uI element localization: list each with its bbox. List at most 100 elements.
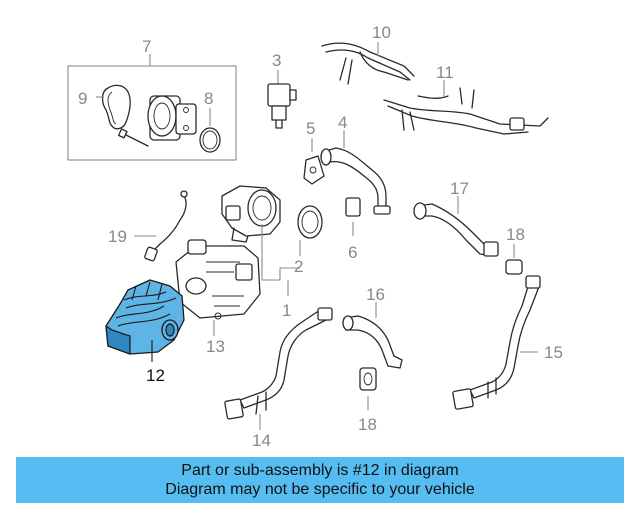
group-7-frame: [67, 65, 237, 161]
part-7-bolt[interactable]: [123, 133, 149, 147]
part-15-pipe[interactable]: [452, 275, 541, 410]
part-15-bracket: [487, 377, 497, 399]
callout-11[interactable]: 11: [436, 63, 454, 82]
part-13-bolt: [214, 312, 222, 320]
part-5-gasket[interactable]: [303, 138, 325, 185]
part-7-bolt-head: [117, 128, 128, 139]
part-13-intake-block[interactable]: [175, 239, 261, 336]
part-18-gasket-lower[interactable]: [359, 367, 377, 410]
diagram-notice-banner: Part or sub-assembly is #12 in diagram D…: [16, 457, 624, 503]
part-7-flange-hole: [183, 125, 189, 131]
part-10-tube-a: [321, 42, 415, 77]
part-10-tube-c: [359, 51, 409, 81]
part-16-body: [343, 315, 403, 369]
part-9-gasket-inner: [107, 91, 117, 125]
part-1-bore-inner: [252, 195, 272, 221]
part-1-bore: [247, 189, 277, 227]
part-3-sensor[interactable]: [267, 70, 297, 129]
callout-8[interactable]: 8: [204, 89, 213, 108]
callout-12[interactable]: 12: [146, 366, 165, 385]
part-18-plate-upper: [505, 259, 523, 275]
callout-1[interactable]: 1: [282, 301, 291, 320]
part-3-tip: [275, 119, 283, 129]
part-14-flange: [224, 398, 244, 420]
callout-5[interactable]: 5: [306, 119, 315, 138]
part-3-body: [267, 83, 291, 107]
notice-line-2: Diagram may not be specific to your vehi…: [165, 481, 475, 498]
part-7-housing-bore: [147, 95, 177, 137]
part-3-connector: [289, 89, 297, 101]
callout-19[interactable]: 19: [108, 227, 127, 246]
part-12-outlet-bore: [165, 323, 175, 337]
callout-6[interactable]: 6: [348, 243, 357, 262]
part-14-bracket: [255, 391, 267, 415]
callout-4[interactable]: 4: [338, 113, 347, 132]
part-11-bracket: [401, 109, 415, 131]
part-7-flange-hole: [183, 107, 189, 113]
part-18-hole-lower: [363, 372, 373, 386]
part-3-stem: [271, 105, 287, 121]
callout-15[interactable]: 15: [544, 343, 563, 362]
part-15-flange: [452, 388, 474, 410]
part-15-fitting: [525, 275, 541, 289]
part-14-fitting: [317, 307, 333, 321]
part-6-gasket[interactable]: [345, 197, 361, 236]
callout-17[interactable]: 17: [450, 179, 469, 198]
part-13-ribs: [206, 261, 244, 307]
part-19-body: [144, 246, 158, 262]
part-17-fitting: [483, 241, 499, 257]
part-2-o-ring[interactable]: [297, 205, 323, 256]
part-13-cap: [187, 239, 207, 255]
part-11-tube-a: [383, 99, 549, 127]
callout-16[interactable]: 16: [366, 285, 385, 304]
part-14-pipe[interactable]: [224, 307, 333, 430]
callout-3[interactable]: 3: [272, 51, 281, 70]
callout-10[interactable]: 10: [372, 23, 391, 42]
callout-18-lower[interactable]: 18: [358, 415, 377, 434]
part-11-fitting: [509, 117, 525, 131]
part-11-clips: [417, 87, 475, 109]
part-4-end: [373, 205, 391, 215]
part-1-actuator: [225, 205, 241, 221]
callout-2[interactable]: 2: [294, 257, 303, 276]
callout-7[interactable]: 7: [142, 37, 151, 56]
part-12-fins: [115, 291, 177, 327]
notice-line-1: Part or sub-assembly is #12 in diagram: [181, 462, 459, 479]
part-17-body: [415, 203, 495, 257]
part-1-throttle-body[interactable]: [221, 185, 300, 296]
leader-1-2: [261, 224, 300, 281]
part-4-pipe[interactable]: [320, 130, 391, 215]
part-5-hole: [309, 166, 317, 174]
part-7-housing-inner: [153, 102, 171, 130]
part-14-body: [239, 309, 331, 409]
part-7-flange: [175, 103, 197, 135]
part-11-tube-b: [387, 105, 529, 135]
part-10-tube-b: [325, 49, 411, 81]
callout-9[interactable]: 9: [78, 89, 87, 108]
part-17-pipe[interactable]: [413, 196, 499, 257]
part-12-tubes: [131, 281, 163, 301]
part-19-connector: [180, 190, 188, 198]
part-16-flange: [342, 315, 354, 331]
callout-18-upper[interactable]: 18: [506, 225, 525, 244]
part-13-actuator: [235, 263, 253, 281]
part-19-sensor[interactable]: [134, 190, 188, 262]
part-9-gasket[interactable]: [101, 84, 131, 130]
part-12-front-face: [105, 325, 131, 355]
part-17-flange: [413, 202, 427, 220]
part-12-highlighted[interactable]: [105, 279, 185, 362]
callout-14[interactable]: 14: [252, 431, 271, 450]
part-19-wire: [151, 195, 187, 253]
part-11-pipe-assembly[interactable]: [383, 80, 549, 135]
callout-13[interactable]: 13: [206, 337, 225, 356]
part-4-flange: [320, 148, 332, 166]
part-10-pipe-bracket[interactable]: [321, 42, 415, 85]
part-16-pipe[interactable]: [342, 302, 403, 369]
part-15-body: [469, 279, 541, 399]
part-8-o-ring-inner: [202, 130, 218, 150]
part-group-7[interactable]: [67, 54, 237, 161]
part-18-gasket-upper[interactable]: [505, 244, 523, 275]
part-13-port: [185, 277, 207, 295]
